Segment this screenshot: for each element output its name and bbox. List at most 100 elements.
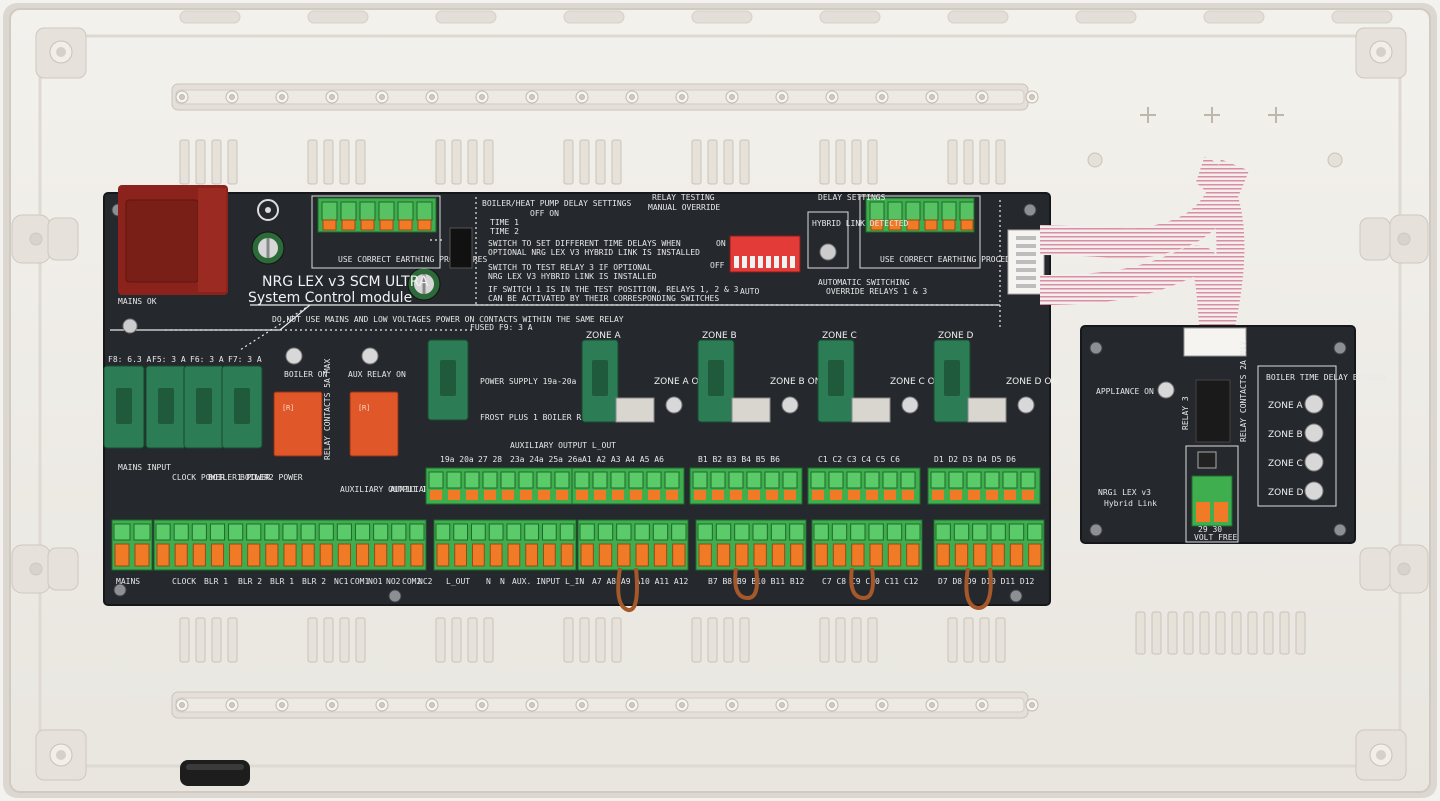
svg-text:IF SWITCH 1 IS IN THE TEST POS: IF SWITCH 1 IS IN THE TEST POSITION, REL… <box>488 285 739 294</box>
terminal-slot <box>886 523 903 541</box>
terminal-slot <box>828 471 844 489</box>
terminal-slot <box>1027 523 1043 541</box>
terminal-slot <box>610 471 626 489</box>
enclosure-bump <box>1203 10 1265 24</box>
zone-top-terms: B1 B2 B3 B4 B5 B6 <box>698 455 780 464</box>
boiler-relay: [R] <box>273 391 323 457</box>
terminal-slot <box>524 523 539 541</box>
zone-relay <box>967 397 1007 423</box>
terminal-slot <box>953 523 970 541</box>
aux-relay-on-led <box>361 347 379 365</box>
svg-text:AUXILIARY OUTPUT L_OUT: AUXILIARY OUTPUT L_OUT <box>510 441 616 450</box>
terminal-lever <box>156 543 170 567</box>
terminal-lever <box>398 219 413 231</box>
terminal-slot <box>616 523 632 541</box>
terminal-slot <box>746 471 762 489</box>
terminal-lever <box>594 490 606 500</box>
terminal-slot <box>831 523 848 541</box>
terminal-lever <box>812 490 824 500</box>
terminal-lever <box>672 543 686 567</box>
fuse-f9 <box>427 339 469 421</box>
dip-key <box>742 256 747 268</box>
terminal-lever <box>484 490 496 500</box>
svg-text:OPTIONAL NRG LEX V3 HYBRID LIN: OPTIONAL NRG LEX V3 HYBRID LINK IS INSTA… <box>488 248 700 257</box>
hybrid-detected-led <box>819 243 837 261</box>
svg-text:Hybrid Link: Hybrid Link <box>1104 499 1157 508</box>
svg-text:FROST PLUS 1 BOILER RELAY INPU: FROST PLUS 1 BOILER RELAY INPUT <box>480 413 629 422</box>
terminal-lever <box>960 219 974 231</box>
terminal-lever <box>525 543 538 567</box>
terminal-slot <box>652 523 669 541</box>
terminal-slot <box>930 471 946 489</box>
terminal-lever <box>1028 543 1042 567</box>
terminal-slot <box>173 523 189 541</box>
zone-bottom-terms: C7 C8 C9 C10 C11 C12 <box>822 577 919 586</box>
connector-pin <box>1016 284 1036 288</box>
terminal-slot <box>354 523 371 541</box>
terminal-lever <box>472 543 485 567</box>
terminal-lever <box>265 543 279 567</box>
appliance-on-label: APPLIANCE ON <box>1096 387 1154 396</box>
enclosure-bump <box>691 10 753 24</box>
terminal-slot <box>935 523 951 541</box>
terminal-lever <box>950 490 962 500</box>
terminal-block <box>807 467 921 505</box>
terminal-slot <box>378 201 395 221</box>
terminal-slot <box>764 471 780 489</box>
terminal-slot <box>671 523 687 541</box>
terminal-lever <box>753 543 767 567</box>
terminal-lever <box>392 543 406 567</box>
board-subtitle: System Control module <box>248 290 412 306</box>
terminal-lever <box>712 490 724 500</box>
terminal-slot <box>536 471 552 489</box>
cable-fins-right <box>1135 611 1306 655</box>
dip-key <box>734 256 739 268</box>
mount-hole-tr <box>1355 27 1407 79</box>
terminal-lever <box>906 219 920 231</box>
terminal-label: L_OUT <box>446 577 470 586</box>
warning-text: DO NOT USE MAINS AND LOW VOLTAGES POWER … <box>272 315 624 324</box>
svg-text:AUX RELAY ON: AUX RELAY ON <box>348 370 406 379</box>
terminal-slot <box>887 201 903 221</box>
fuse-label: F8: 6.3 A <box>108 355 152 364</box>
terminal-slot <box>133 523 151 541</box>
terminal-label: NO1 <box>368 577 383 586</box>
terminal-lever <box>520 490 532 500</box>
appliance-on-led <box>1157 381 1175 399</box>
terminal-lever <box>888 219 902 231</box>
svg-text:RELAY CONTACTS 2A MAX: RELAY CONTACTS 2A MAX <box>1239 341 1248 442</box>
hybrid-zone-led <box>1304 452 1324 472</box>
dip-switch[interactable] <box>729 235 801 273</box>
dip-key <box>790 256 795 268</box>
header-pins <box>449 227 473 269</box>
terminal-lever <box>229 543 243 567</box>
terminal-lever <box>851 543 865 567</box>
manual-override-label: MANUAL OVERRIDE <box>648 203 720 212</box>
terminal-slot <box>710 471 726 489</box>
terminal-slot <box>846 471 862 489</box>
fuse-label: F5: 3 A <box>152 355 186 364</box>
terminal-slot <box>416 201 433 221</box>
terminal-slot <box>905 523 921 541</box>
terminal-lever <box>598 543 613 567</box>
terminal-lever <box>830 490 842 500</box>
mount-hole-br <box>1355 729 1407 781</box>
zone-led <box>665 396 683 414</box>
copper-jumpers <box>616 567 993 612</box>
terminal-slot <box>882 471 898 489</box>
svg-text:RELAY CONTACTS 5A MAX: RELAY CONTACTS 5A MAX <box>323 359 332 460</box>
terminal-lever <box>936 543 950 567</box>
terminal-slot <box>789 523 805 541</box>
terminal-lever <box>694 490 706 500</box>
terminal-slot <box>646 471 662 489</box>
terminal-slot <box>782 471 798 489</box>
terminal-block <box>571 467 685 505</box>
terminal-slot <box>923 201 939 221</box>
relay-testing-label: RELAY TESTING <box>652 193 715 202</box>
relay3 <box>1195 379 1231 443</box>
terminal-lever <box>417 219 432 231</box>
terminal-lever <box>735 543 749 567</box>
cable-grommet <box>180 760 250 786</box>
